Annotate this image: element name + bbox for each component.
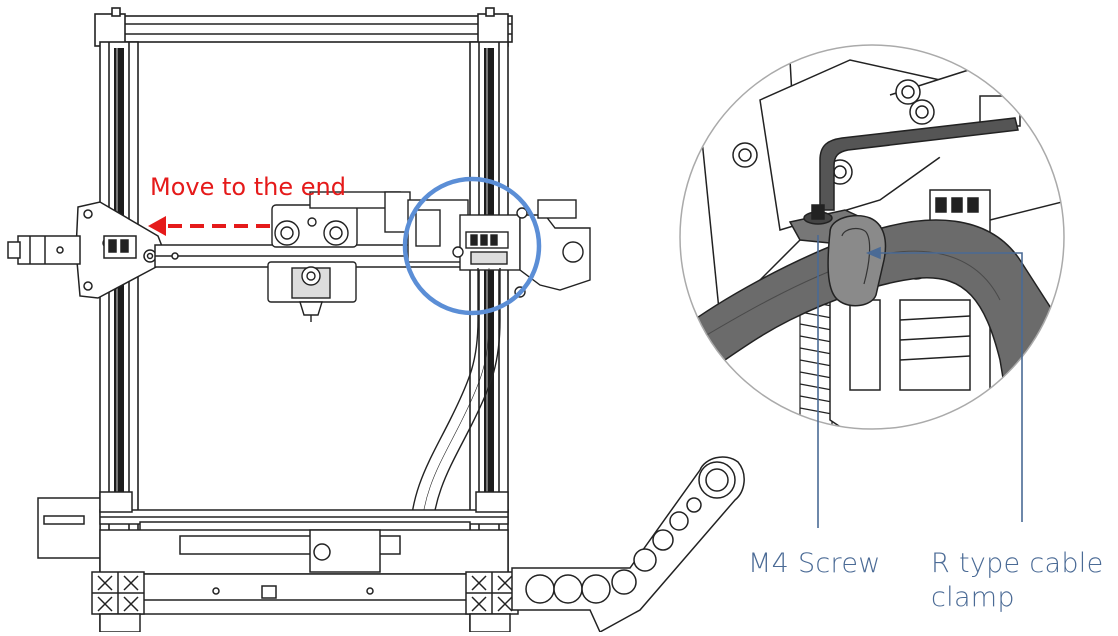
x-gantry <box>7 201 476 299</box>
cable-clamp-label: R type cable clamp <box>931 548 1104 613</box>
print-head <box>267 191 411 322</box>
m4-screw-label: M4 Screw <box>748 548 881 579</box>
printer-base <box>37 491 519 633</box>
move-instruction-label: Move to the end <box>150 173 346 201</box>
focus-circle <box>402 176 542 316</box>
spool-holder-arm <box>511 456 745 634</box>
right-carriage <box>407 199 591 298</box>
move-arrow <box>148 216 270 236</box>
callout-lines <box>817 235 1023 528</box>
zoom-detail <box>679 44 1065 430</box>
